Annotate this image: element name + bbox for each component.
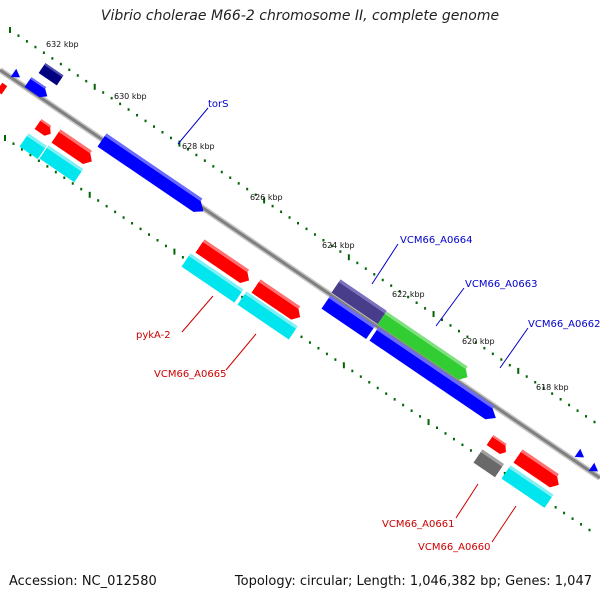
scale-ticks-upper: [9, 27, 596, 424]
scale-label: 632 kbp: [46, 40, 79, 49]
gene-arrow-VCM66_A0665[interactable]: [237, 291, 298, 340]
gene-label-pykA-2[interactable]: pykA-2: [136, 330, 171, 341]
gene-label-torS[interactable]: torS: [208, 99, 229, 110]
gene-label-VCM66_A0663[interactable]: VCM66_A0663: [465, 279, 537, 290]
scale-label: 620 kbp: [462, 337, 495, 346]
scale-label: 618 kbp: [536, 383, 569, 392]
gene-arrow[interactable]: [574, 448, 587, 462]
gene-label-VCM66_A0661[interactable]: VCM66_A0661: [382, 519, 454, 530]
leader-line: [499, 327, 529, 369]
gene-arrow-torS[interactable]: [97, 133, 210, 216]
leader-line: [181, 295, 214, 333]
gene-label-VCM66_A0664[interactable]: VCM66_A0664: [400, 235, 472, 246]
gene-arrow[interactable]: [486, 435, 510, 456]
gene-arrow[interactable]: [39, 145, 84, 183]
leader-line: [435, 287, 465, 327]
leader-line: [177, 107, 209, 145]
scale-label: 624 kbp: [322, 241, 355, 250]
scale-ticks-lower: [4, 135, 591, 532]
gene-arrow[interactable]: [10, 68, 23, 82]
scale-label: 630 kbp: [114, 92, 147, 101]
scale-label: 626 kbp: [250, 193, 283, 202]
leader-line: [225, 333, 257, 371]
leader-line: [455, 483, 479, 519]
scale-label: 628 kbp: [182, 142, 215, 151]
gene-arrow[interactable]: [321, 295, 376, 339]
gene-arrow[interactable]: [34, 119, 55, 138]
leader-line: [491, 505, 517, 543]
gene-arrow-VCM66_A0663[interactable]: [377, 311, 473, 383]
accession-text: Accession: NC_012580: [9, 574, 157, 589]
gene-arrow-pykA-2[interactable]: [181, 253, 244, 303]
gene-arrow[interactable]: [251, 279, 306, 323]
gene-arrow-VCM66_A0661[interactable]: [473, 449, 505, 478]
gene-arrow-VCM66_A0664[interactable]: [331, 279, 387, 325]
gene-arrow-VCM66_A0662[interactable]: [369, 327, 501, 423]
gene-label-VCM66_A0662[interactable]: VCM66_A0662: [528, 319, 600, 330]
gene-arrow[interactable]: [588, 462, 600, 476]
genome-stats-text: Topology: circular; Length: 1,046,382 bp…: [234, 574, 592, 589]
gene-arrow-VCM66_A0660[interactable]: [501, 465, 554, 508]
gene-label-VCM66_A0660[interactable]: VCM66_A0660: [418, 542, 490, 553]
map-title: Vibrio cholerae M66-2 chromosome II, com…: [100, 8, 500, 24]
gene-arrow[interactable]: [38, 63, 64, 86]
gene-arrow[interactable]: [195, 239, 255, 286]
gene-arrow[interactable]: [513, 449, 564, 490]
gene-arrow[interactable]: [51, 129, 97, 167]
scale-label: 622 kbp: [392, 290, 425, 299]
gene-arrow[interactable]: [19, 133, 47, 159]
leader-line: [371, 243, 399, 285]
gene-label-VCM66_A0665[interactable]: VCM66_A0665: [154, 369, 226, 380]
gene-arrow[interactable]: [0, 82, 8, 95]
gene-arrow[interactable]: [24, 77, 52, 100]
chromosome-backbone-core: [0, 68, 600, 480]
